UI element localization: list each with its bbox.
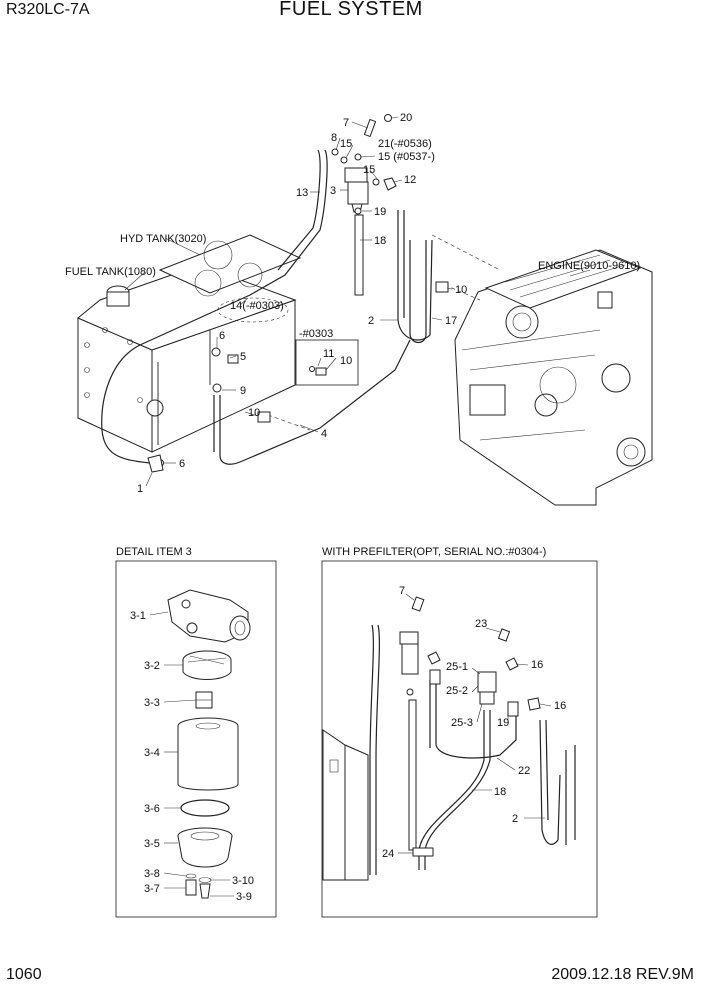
- callout-15c: 15: [363, 164, 375, 176]
- callout-6b: 6: [179, 458, 185, 470]
- prefilter-callout-16a: 16: [531, 659, 543, 671]
- callout-15a: 15: [340, 138, 352, 150]
- serial-box-label: -#0303: [299, 328, 333, 340]
- detail-callout-3-8: 3-8: [144, 868, 160, 880]
- detail-callout-3-9: 3-9: [236, 891, 252, 903]
- main-exploded-view: HYD TANK(3020) FUEL TANK(1080) ENGINE(90…: [65, 112, 653, 506]
- detail-item3-frame: [115, 560, 277, 918]
- fuel-tank-label: FUEL TANK(1080): [65, 266, 156, 278]
- prefilter-callout-23: 23: [475, 618, 487, 630]
- prefilter-callout-7: 7: [399, 585, 405, 597]
- prefilter-callout-18: 18: [494, 786, 506, 798]
- detail-callout-3-2: 3-2: [144, 660, 160, 672]
- callout-21: 21(-#0536): [378, 138, 432, 150]
- o-ring-icon: [180, 799, 230, 817]
- engine-drawing: [454, 249, 653, 506]
- detail-callout-3-1: 3-1: [130, 610, 146, 622]
- prefilter-caption: WITH PREFILTER(OPT, SERIAL NO.:#0304-): [322, 546, 546, 558]
- detail-item3-caption: DETAIL ITEM 3: [116, 546, 192, 558]
- prefilter-callout-25-3: 25-3: [451, 717, 473, 729]
- callout-15b: 15 (#0537-): [378, 151, 435, 163]
- page-title: FUEL SYSTEM: [279, 0, 423, 20]
- callout-19: 19: [374, 206, 386, 218]
- prefilter-callout-24: 24: [382, 848, 394, 860]
- detail-callout-3-5: 3-5: [144, 838, 160, 850]
- prefilter-frame: [321, 560, 598, 918]
- callout-5: 5: [240, 351, 246, 363]
- prefilter-view: WITH PREFILTER(OPT, SERIAL NO.:#0304-): [321, 546, 598, 918]
- callout-14: 14(-#0303): [230, 300, 284, 312]
- prefilter-leaders: [398, 593, 552, 854]
- model-number: R320LC-7A: [6, 1, 90, 18]
- callout-13: 13: [296, 187, 308, 199]
- callout-7: 7: [343, 117, 349, 129]
- callout-10c: 10: [340, 355, 352, 367]
- prefilter-callout-22: 22: [518, 765, 530, 777]
- callout-10b: 10: [248, 407, 260, 419]
- detail-callout-3-4: 3-4: [144, 747, 160, 759]
- callout-11: 11: [323, 348, 334, 360]
- page-number: 1060: [6, 966, 42, 983]
- callout-6a: 6: [219, 330, 225, 342]
- prefilter-callout-16b: 16: [554, 700, 566, 712]
- callout-9: 9: [240, 385, 246, 397]
- fuel-lines: [101, 149, 501, 465]
- callout-10a: 10: [455, 284, 467, 296]
- fuel-tank-drawing: [77, 234, 302, 453]
- prefilter-callout-25-2: 25-2: [446, 685, 468, 697]
- detail-callout-3-10: 3-10: [232, 875, 254, 887]
- engine-label: ENGINE(9010-9610): [538, 260, 640, 272]
- detail-item-3: DETAIL ITEM 3: [115, 546, 277, 918]
- detail-callout-3-7: 3-7: [144, 883, 160, 895]
- callout-12: 12: [404, 174, 416, 186]
- callout-17: 17: [445, 315, 457, 327]
- prefilter-callout-19: 19: [497, 717, 509, 729]
- prefilter-callout-2: 2: [512, 813, 518, 825]
- callout-8: 8: [331, 132, 337, 144]
- callout-20: 20: [400, 112, 412, 124]
- detail-leaders: [149, 611, 234, 897]
- detail-callout-3-3: 3-3: [144, 697, 160, 709]
- prefilter-callout-25-1: 25-1: [446, 661, 468, 673]
- callout-1: 1: [137, 483, 143, 495]
- detail-callout-3-6: 3-6: [144, 803, 160, 815]
- callout-3: 3: [330, 185, 336, 197]
- hyd-tank-label: HYD TANK(3020): [120, 233, 206, 245]
- revision-date: 2009.12.18 REV.9M: [551, 966, 694, 983]
- serial-range-box: [295, 339, 359, 386]
- callout-18: 18: [374, 235, 386, 247]
- fuel-filter-assembly: [147, 114, 449, 473]
- main-leaders: [124, 116, 591, 487]
- callout-4: 4: [321, 428, 327, 440]
- callout-2: 2: [368, 315, 374, 327]
